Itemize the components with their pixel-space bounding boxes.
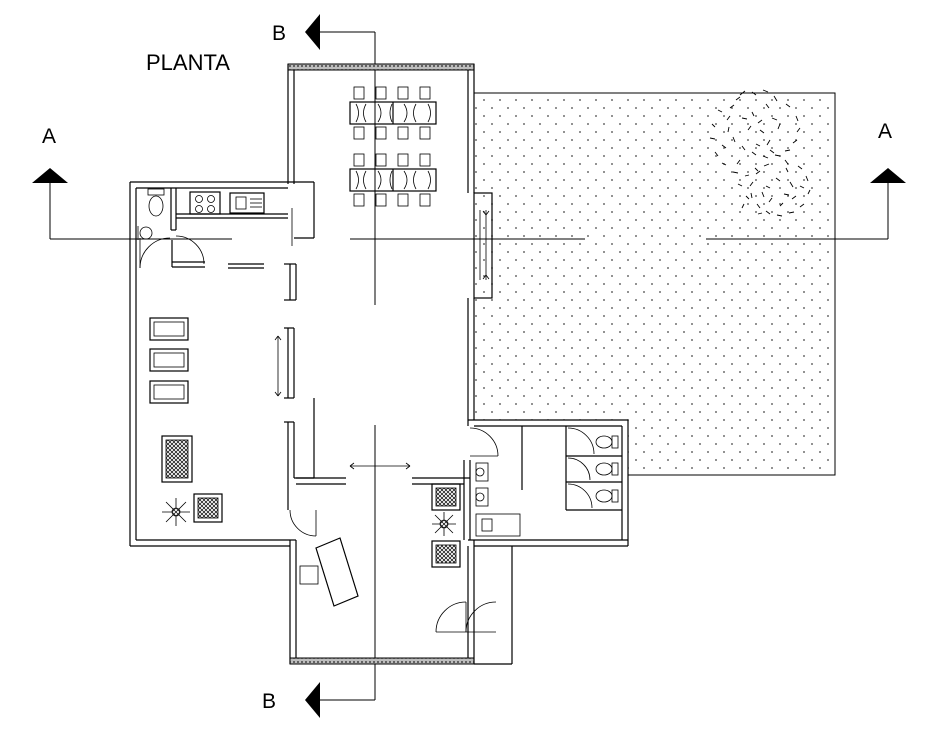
tree-icon <box>709 89 811 217</box>
armchair-icon <box>193 493 223 523</box>
section-b-bottom: B <box>262 682 375 718</box>
section-arrow-icon <box>305 682 320 718</box>
toilet-icon <box>147 188 165 196</box>
toilet-icon <box>595 435 613 449</box>
svg-text:A: A <box>42 125 56 148</box>
plan-title: PLANTA <box>146 50 230 75</box>
wc-fixtures <box>475 427 619 537</box>
dining-table-2 <box>349 168 437 192</box>
terrace <box>473 92 836 476</box>
section-arrow-icon <box>305 14 320 50</box>
plant-icon <box>162 498 190 526</box>
sliding-door-arrows <box>274 208 411 470</box>
sofa-icon <box>161 435 193 483</box>
doors <box>139 235 499 633</box>
toilet-icon <box>595 489 613 503</box>
office-seating <box>431 483 461 568</box>
section-arrow-icon <box>870 168 906 183</box>
basin-icon <box>139 226 153 240</box>
section-b-top: B <box>272 14 375 50</box>
bathroom <box>137 188 165 240</box>
dining-chairs-1 <box>353 86 431 140</box>
toilet-icon <box>595 462 613 476</box>
chair-icon <box>299 565 319 585</box>
svg-text:A: A <box>878 120 892 143</box>
stove-icon <box>189 191 221 215</box>
sliding-door <box>473 192 493 299</box>
dining-table-1 <box>349 101 437 125</box>
beds <box>149 317 189 404</box>
svg-text:B: B <box>272 22 286 45</box>
sink-icon <box>229 192 265 214</box>
svg-text:B: B <box>262 690 276 713</box>
dining-chairs-2 <box>353 153 431 207</box>
section-a-left: A <box>32 125 68 239</box>
section-a-right: A <box>870 120 906 239</box>
office-desk <box>299 537 359 607</box>
kitchen <box>189 191 265 215</box>
section-arrow-icon <box>32 168 68 183</box>
